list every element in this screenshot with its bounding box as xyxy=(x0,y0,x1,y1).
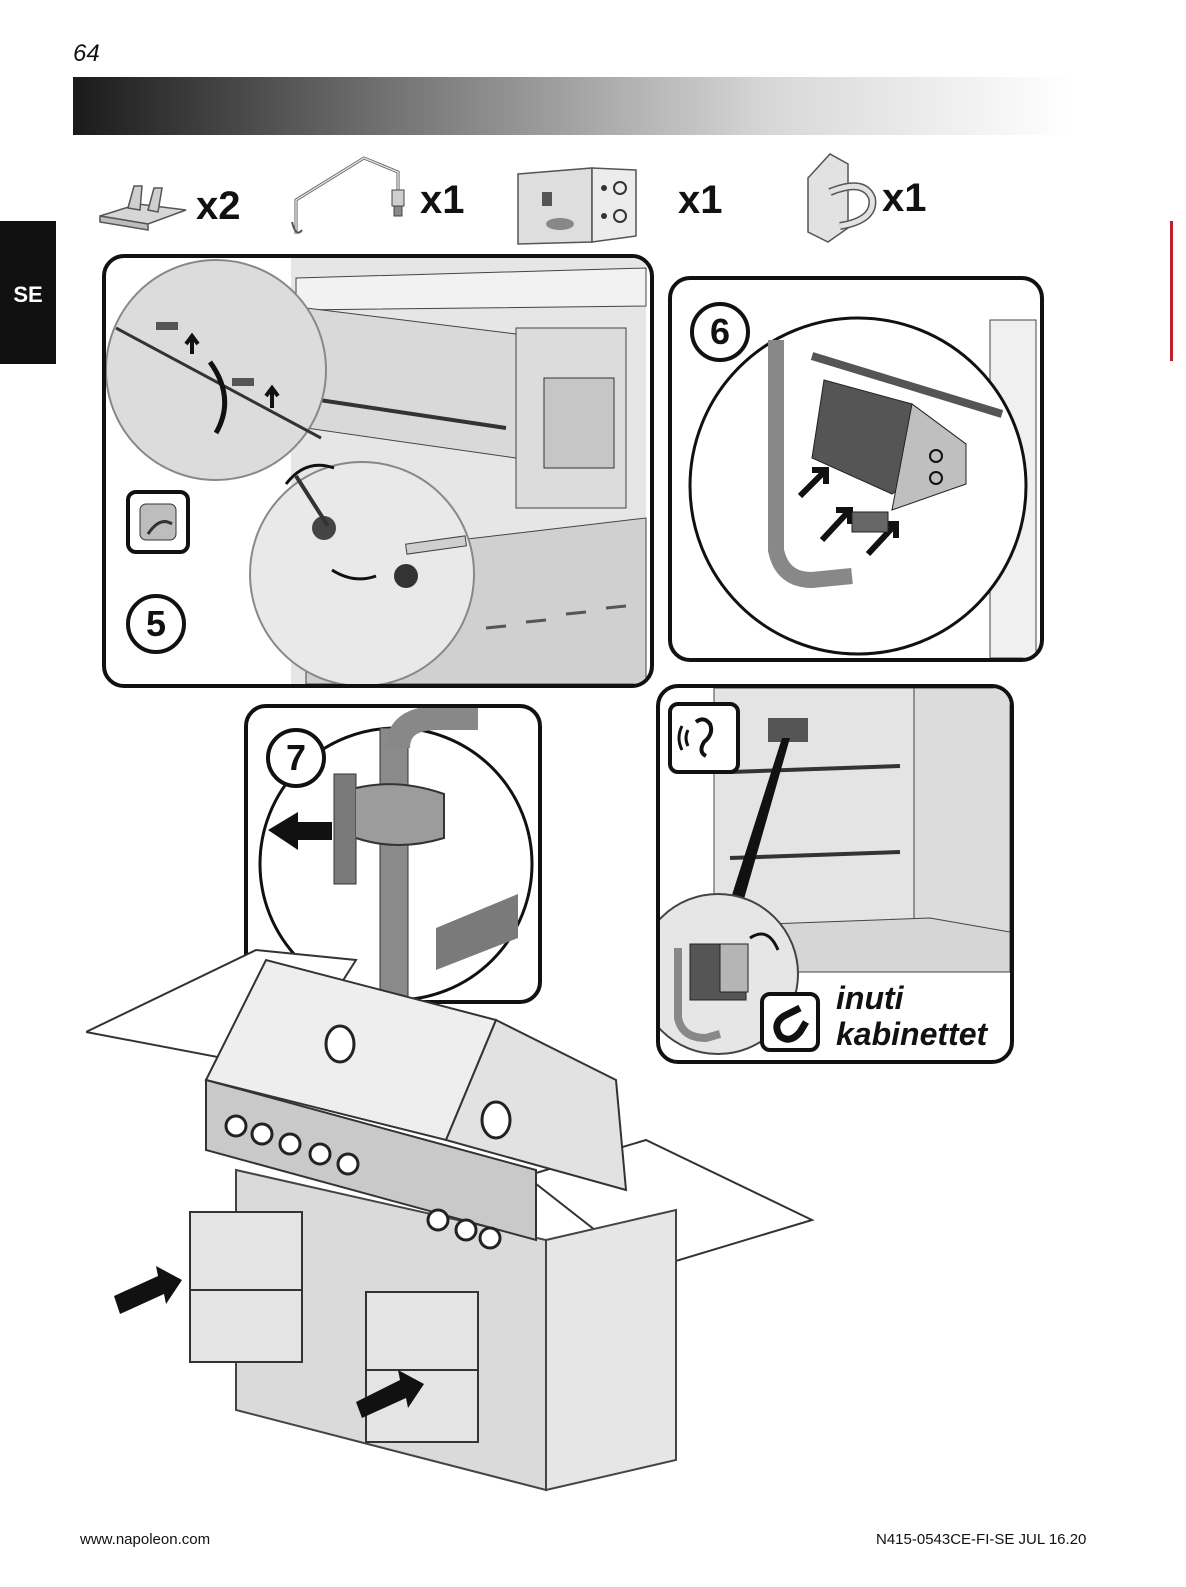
control-box-icon xyxy=(514,162,640,246)
step-6-panel: 6 xyxy=(668,276,1044,662)
clip-icon xyxy=(98,180,190,236)
part-quantity: x1 xyxy=(882,176,927,221)
grill-cabinet-illustration xyxy=(86,940,816,1500)
step-5-illustration xyxy=(106,258,650,684)
gloves-icon xyxy=(126,490,190,554)
cable-holder-icon xyxy=(800,148,880,246)
part-quantity: x2 xyxy=(196,184,241,229)
step-number: 6 xyxy=(690,302,750,362)
part-quantity: x1 xyxy=(678,178,723,223)
callout-line-2: kabinettet xyxy=(836,1016,987,1053)
part-quantity: x1 xyxy=(420,178,465,223)
footer-document-code: N415-0543CE-FI-SE JUL 16.20 xyxy=(876,1531,1086,1548)
footer-url[interactable]: www.napoleon.com xyxy=(80,1531,210,1548)
header-gradient-bar xyxy=(73,77,1073,135)
hear-click-icon xyxy=(668,702,740,774)
step-5-panel: 5 xyxy=(102,254,654,688)
language-label: SE xyxy=(0,282,56,308)
step-number: 5 xyxy=(126,594,186,654)
callout-line-1: inuti xyxy=(836,980,904,1017)
cable-icon xyxy=(286,150,414,240)
page-number: 64 xyxy=(73,40,100,68)
step-number: 7 xyxy=(266,728,326,788)
page-edge-marker xyxy=(1170,221,1173,361)
